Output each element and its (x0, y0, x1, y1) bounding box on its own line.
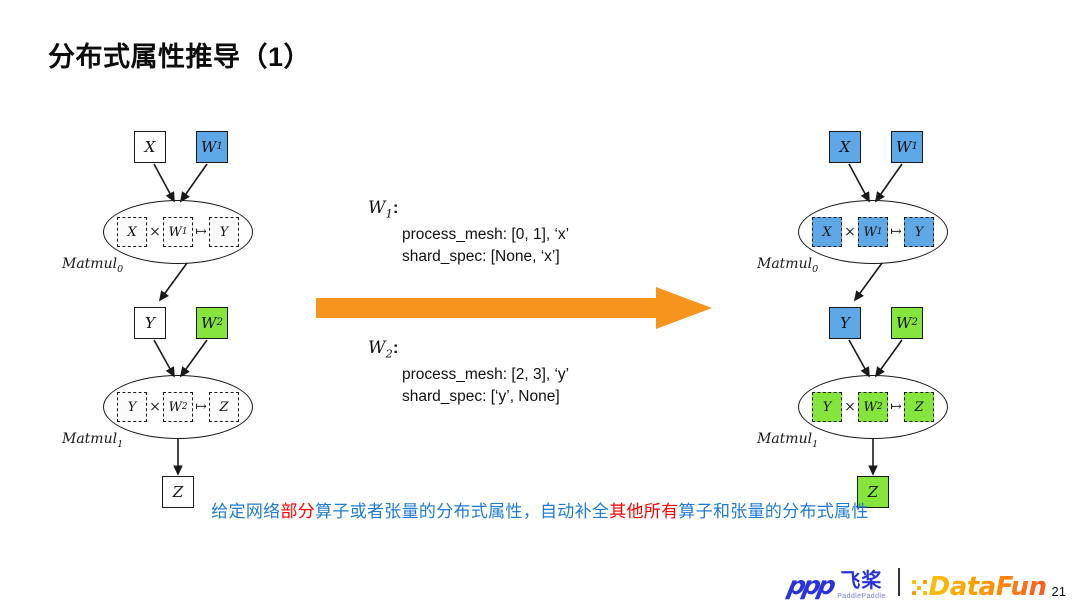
matmul1-label: Matmul1 (757, 431, 819, 450)
times-icon: × (844, 399, 856, 415)
caption-segment-4: 算子和张量的分布式属性 (678, 502, 869, 521)
datafun-logo: DataFun (911, 572, 1047, 602)
inner-cell-y[interactable]: Y (209, 217, 239, 247)
footer: ррр 飞桨 PaddlePaddle DataFun 21 (784, 568, 1066, 602)
page-number: 21 (1051, 584, 1066, 599)
paddlepaddle-logo: ррр 飞桨 PaddlePaddle (784, 570, 886, 600)
slide-caption: 给定网络部分算子或者张量的分布式属性，自动补全其他所有算子和张量的分布式属性 (0, 497, 1080, 522)
inner-cell-z[interactable]: Z (904, 392, 934, 422)
transform-arrow-icon (316, 287, 712, 329)
node-y-intermediate[interactable]: Y (829, 307, 861, 339)
page-title: 分布式属性推导（1） (48, 42, 312, 72)
paddle-chinese-name: 飞桨 PaddlePaddle (837, 570, 886, 600)
node-label: X (144, 137, 156, 156)
caption-segment-3: 其他所有 (609, 502, 679, 521)
node-x-input[interactable]: X (829, 131, 861, 163)
inner-cell-y[interactable]: Y (117, 392, 147, 422)
inner-cell-x[interactable]: X (812, 217, 842, 247)
times-icon: × (844, 224, 856, 240)
inner-cell-y[interactable]: Y (904, 217, 934, 247)
inner-cell-y[interactable]: Y (812, 392, 842, 422)
spec-w1-heading: W1: (368, 198, 399, 221)
paddle-mark-icon: ррр (784, 571, 836, 600)
node-x-input[interactable]: X (134, 131, 166, 163)
maps-to-arrow-icon: ↦ (195, 399, 207, 415)
node-z-output[interactable]: Z (857, 476, 889, 508)
node-label-subscript: 1 (216, 140, 223, 152)
inner-cell-z[interactable]: Z (209, 392, 239, 422)
spec-w1-process-mesh: process_mesh: [0, 1], ‘x’ (402, 225, 570, 243)
datafun-wordmark: DataFun (928, 572, 1047, 602)
caption-segment-0: 给定网络 (211, 502, 281, 521)
times-icon: × (149, 224, 161, 240)
node-z-output[interactable]: Z (162, 476, 194, 508)
datafun-dots-icon (911, 580, 927, 595)
matmul1-label: Matmul1 (62, 431, 124, 450)
caption-segment-1: 部分 (280, 502, 316, 521)
matmul0-label: Matmul0 (757, 256, 819, 275)
maps-to-arrow-icon: ↦ (890, 399, 902, 415)
spec-block-w1: W1: process_mesh: [0, 1], ‘x’ shard_spec… (368, 196, 569, 268)
spec-block-w2: W2: process_mesh: [2, 3], ‘y’ shard_spec… (368, 336, 569, 408)
node-y-intermediate[interactable]: Y (134, 307, 166, 339)
maps-to-arrow-icon: ↦ (890, 224, 902, 240)
spec-w2-process-mesh: process_mesh: [2, 3], ‘y’ (402, 365, 570, 383)
spec-w1-shard-spec: shard_spec: [None, ‘x’] (402, 247, 560, 265)
spec-w2-shard-spec: shard_spec: [‘y’, None] (402, 387, 560, 405)
spec-w2-heading: W2: (368, 338, 399, 361)
inner-cell-x[interactable]: X (117, 217, 147, 247)
footer-divider (897, 568, 900, 596)
maps-to-arrow-icon: ↦ (195, 224, 207, 240)
node-label: W (201, 137, 217, 156)
times-icon: × (149, 399, 161, 415)
caption-segment-2: 算子或者张量的分布式属性，自动补全 (315, 502, 610, 521)
matmul0-label: Matmul0 (62, 256, 124, 275)
